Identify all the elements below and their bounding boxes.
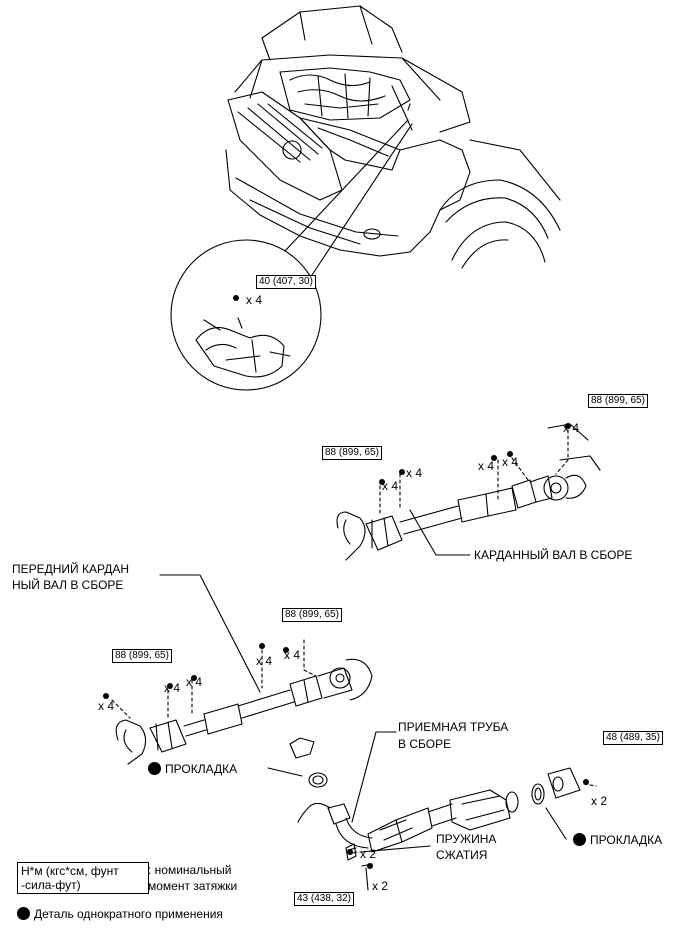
label-gasket-right: ПРОКЛАДКА	[573, 833, 662, 847]
qty-pipe-bolt: x 2	[372, 879, 389, 893]
qty-pipe-right: x 2	[591, 794, 608, 808]
label-front-prop-shaft-2: НЫЙ ВАЛ В СБОРЕ	[12, 578, 124, 592]
qty-front-mid-b: x 4	[186, 675, 203, 689]
legend-non-reusable: Деталь однократного применения	[17, 907, 223, 921]
qty-front-top-a: x 4	[256, 654, 273, 668]
qty-rear-mid: x 4	[406, 466, 423, 480]
detail-circle	[170, 119, 413, 391]
bolt-heads	[103, 295, 589, 869]
torque-spec-front-left: 88 (899, 65)	[112, 649, 172, 663]
torque-spec-pipe-bolt: 43 (438, 32)	[294, 892, 354, 906]
qty-front-top-b: x 4	[284, 648, 301, 662]
label-spring-2: СЖАТИЯ	[436, 848, 488, 862]
non-reusable-dot-icon	[148, 762, 161, 775]
label-gasket-left: ПРОКЛАДКА	[148, 762, 237, 776]
fastener-leaders	[111, 429, 597, 787]
torque-spec-front-top: 88 (899, 65)	[282, 608, 342, 622]
qty-front-mid-a: x 4	[164, 681, 181, 695]
non-reusable-dot-icon	[573, 833, 586, 846]
label-gasket-right-text: ПРОКЛАДКА	[590, 833, 663, 847]
legend-units-line2: -сила-фут)	[21, 878, 81, 892]
legend-non-reusable-text: Деталь однократного применения	[34, 907, 223, 921]
label-front-prop-shaft-1: ПЕРЕДНИЙ КАРДАН	[12, 562, 130, 576]
front-exhaust-pipe	[289, 737, 581, 891]
qty-rear-b: x 4	[502, 455, 519, 469]
legend-desc-1: : номинальный	[148, 863, 232, 877]
label-spring-1: ПРУЖИНА	[436, 832, 497, 846]
label-gasket-left-text: ПРОКЛАДКА	[165, 762, 238, 776]
label-front-pipe-1: ПРИЕМНАЯ ТРУБА	[398, 720, 509, 734]
qty-rear-left: x 4	[382, 479, 399, 493]
torque-spec-manifold: 40 (407, 30)	[256, 275, 316, 289]
front-propeller-shaft	[115, 658, 373, 765]
qty-rear-top: x 4	[563, 421, 580, 435]
vehicle-illustration	[225, 5, 561, 269]
qty-manifold-nuts: x 4	[246, 293, 263, 307]
torque-spec-rear-top: 88 (899, 65)	[588, 394, 648, 408]
label-prop-shaft: КАРДАННЫЙ ВАЛ В СБОРЕ	[474, 548, 633, 562]
label-front-pipe-2: В СБОРЕ	[398, 737, 452, 751]
torque-spec-pipe-right: 48 (489, 35)	[603, 731, 663, 745]
legend-units-line1: Н*м (кгс*см, фунт	[21, 864, 119, 878]
legend-desc-2: момент затяжки	[148, 879, 238, 893]
qty-front-left: x 4	[98, 699, 115, 713]
rear-propeller-shaft	[336, 423, 601, 561]
qty-pipe-spring: x 2	[360, 847, 377, 861]
legend-units-box: Н*м (кгс*см, фунт -сила-фут)	[17, 862, 149, 894]
callout-leaders	[159, 509, 567, 853]
torque-spec-rear-left: 88 (899, 65)	[322, 446, 382, 460]
non-reusable-dot-icon	[17, 907, 30, 920]
qty-rear-a: x 4	[478, 459, 495, 473]
